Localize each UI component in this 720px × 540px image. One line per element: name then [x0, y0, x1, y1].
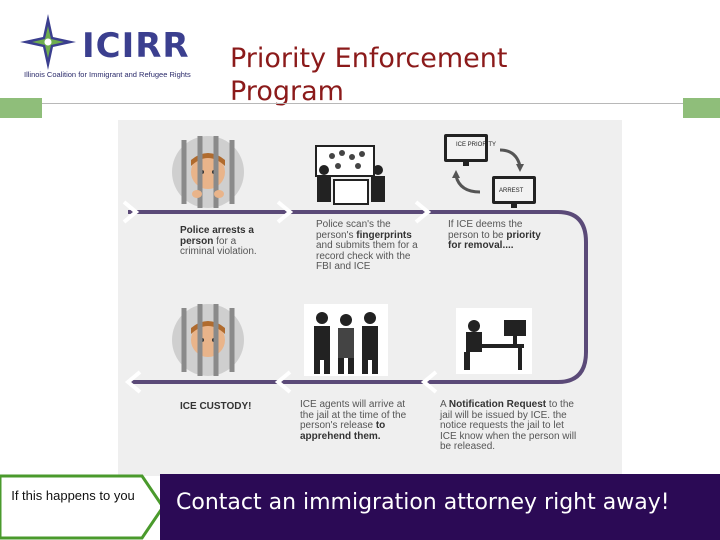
computer-monitor-icon: ICE PRIORITY ARREST — [444, 134, 536, 208]
step-5-caption: ICE agents will arrive at the jail at th… — [300, 400, 408, 442]
fingerprint-scan-icon — [316, 146, 385, 204]
step-3-caption: If ICE deems the person to be priority f… — [448, 220, 548, 252]
green-arrow-shape — [0, 474, 165, 540]
jailed-person-icon — [172, 136, 244, 208]
callout-banner-text: Contact an immigration attorney right aw… — [176, 490, 706, 515]
compass-star-icon — [18, 12, 78, 72]
ice-agents-icon — [304, 304, 388, 376]
accent-bar-right — [683, 98, 720, 118]
enforcement-infographic: ICE PRIORITY ARREST — [118, 120, 622, 476]
step-6-caption: ICE CUSTODY! — [180, 402, 280, 413]
page-title: Priority Enforcement Program — [230, 42, 570, 108]
logo-name: ICIRR — [82, 26, 190, 66]
logo-subtitle: Illinois Coalition for Immigrant and Ref… — [24, 70, 191, 79]
divider-line — [42, 103, 683, 104]
monitor-label-arrest: ARREST — [499, 188, 524, 194]
monitor-label-priority: ICE PRIORITY — [456, 142, 496, 148]
step-4-caption: A Notification Request to the jail will … — [440, 400, 580, 453]
callout-arrow-text: If this happens to you — [6, 486, 140, 506]
step-1-caption: Police arrests a person for a criminal v… — [180, 226, 270, 258]
officer-at-desk-icon — [456, 308, 532, 374]
jailed-person-icon — [172, 304, 244, 376]
accent-bar-left — [0, 98, 42, 118]
icirr-logo: ICIRR Illinois Coalition for Immigrant a… — [18, 12, 218, 82]
step-2-caption: Police scan's the person's fingerprints … — [316, 220, 420, 273]
